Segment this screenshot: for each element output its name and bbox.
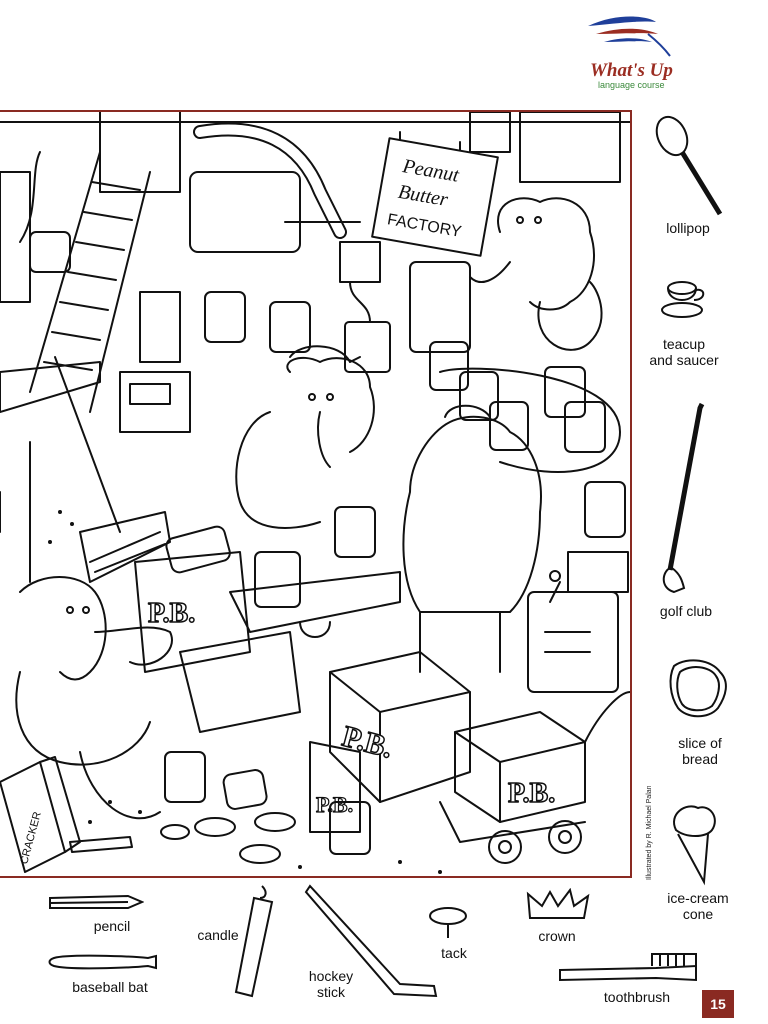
candle-icon	[234, 885, 274, 998]
brand-name: What's Up	[590, 60, 673, 81]
bread-label: slice of bread	[678, 735, 722, 767]
brand-tagline: language course	[598, 80, 665, 90]
crown-icon	[526, 888, 590, 919]
jars-row	[204, 291, 626, 538]
lollipop-label: lollipop	[666, 220, 710, 236]
factory-sign	[371, 131, 499, 257]
ice-cream-label: ice-cream cone	[667, 890, 729, 922]
cracker-label: CRACKER	[18, 810, 44, 865]
teacup-icon	[661, 281, 705, 318]
box-label-left: P.B.	[148, 598, 195, 629]
bread-icon	[669, 659, 727, 718]
elephant-bottom-left	[15, 576, 173, 820]
control-console	[527, 551, 629, 693]
page-number: 15	[702, 990, 734, 1018]
brand-logo-swoosh	[588, 16, 671, 57]
box-label-right: P.B.	[508, 778, 555, 809]
broom	[54, 356, 171, 583]
elephant-back	[402, 404, 542, 673]
box-label-center: P.B.	[339, 720, 396, 765]
crown-label: crown	[538, 928, 576, 944]
tack-icon	[429, 907, 467, 938]
toothbrush-icon	[559, 953, 697, 982]
elephant-top-right	[469, 197, 603, 351]
tack-label: tack	[441, 945, 467, 961]
hockey-stick-label: hockey stick	[308, 968, 354, 1000]
cracker-box	[0, 756, 81, 873]
elephant-center	[235, 345, 375, 529]
pencil-icon	[49, 894, 144, 909]
hidden-picture-scene: Peanut Butter FACTORY	[0, 110, 632, 878]
baseball-bat-label: baseball bat	[72, 979, 148, 995]
golf-club-icon	[662, 402, 705, 594]
factory-illustration: Peanut Butter FACTORY	[0, 112, 630, 874]
pb-boxes	[134, 551, 586, 833]
toothbrush-label: toothbrush	[603, 989, 671, 1005]
golf-club-label: golf club	[659, 603, 713, 619]
illustrator-credit: Illustrated by R. Michael Palan	[646, 785, 653, 880]
lollipop-icon	[655, 115, 723, 216]
ice-cream-icon	[673, 805, 716, 886]
hockey-stick-icon	[304, 884, 438, 998]
candle-label: candle	[197, 927, 239, 943]
teacup-label: teacup and saucer	[649, 336, 719, 368]
box-label-lower: P.B.	[316, 792, 353, 817]
pencil-label: pencil	[93, 918, 131, 934]
baseball-bat-icon	[48, 954, 157, 970]
